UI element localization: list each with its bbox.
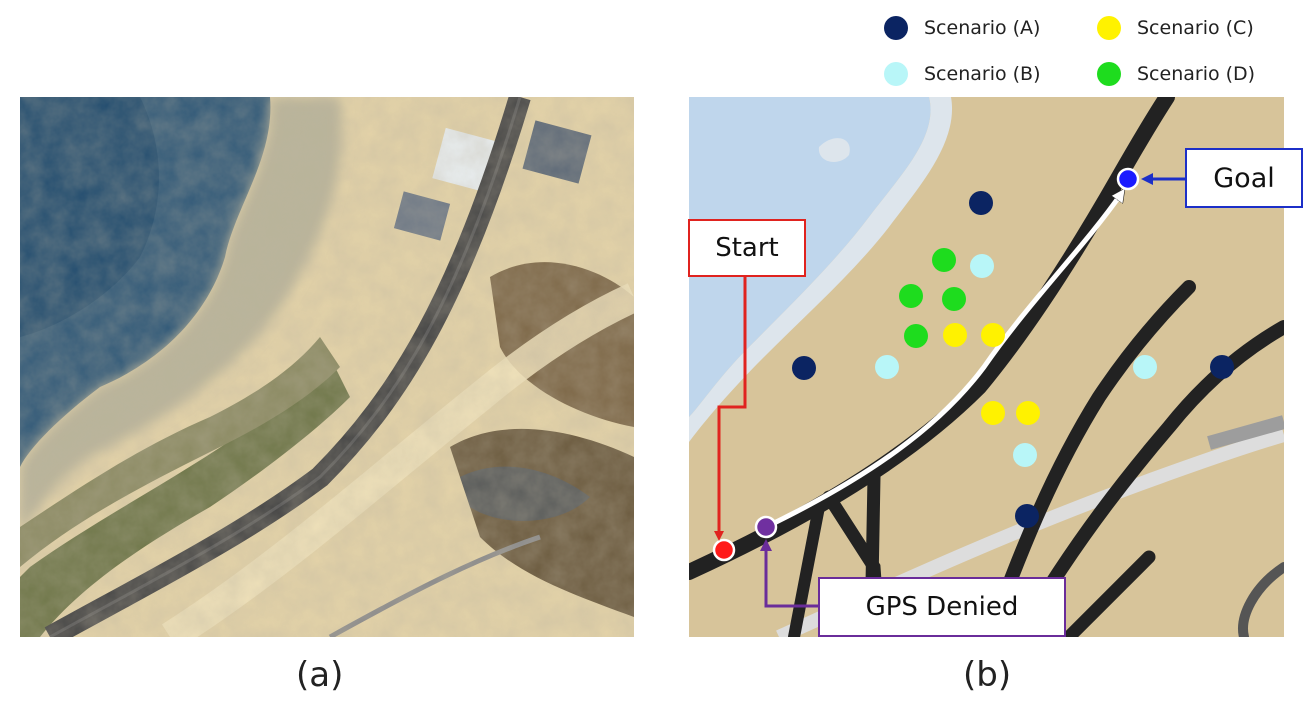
goal-marker bbox=[1116, 167, 1140, 191]
water-area bbox=[689, 97, 931, 417]
scenario-c-points bbox=[943, 323, 1040, 425]
planned-path bbox=[764, 194, 1121, 530]
start-marker bbox=[712, 538, 736, 562]
gps-denied-label: GPS Denied bbox=[818, 577, 1066, 637]
scenario-a-points bbox=[792, 191, 1234, 528]
legend-dot-icon bbox=[1097, 16, 1121, 40]
start-label: Start bbox=[688, 219, 806, 277]
legend-dot-icon bbox=[1097, 62, 1121, 86]
gps-denied-marker bbox=[754, 515, 778, 539]
start-arrow bbox=[714, 277, 747, 541]
caption-b: (b) bbox=[963, 655, 1012, 695]
goal-label: Goal bbox=[1185, 148, 1303, 208]
caption-a: (a) bbox=[296, 655, 344, 695]
legend-item-scenario-d: Scenario (D) bbox=[1097, 62, 1255, 86]
legend-label: Scenario (B) bbox=[924, 63, 1041, 85]
legend-dot-icon bbox=[884, 16, 908, 40]
legend-item-scenario-b: Scenario (B) bbox=[884, 62, 1041, 86]
legend-item-scenario-c: Scenario (C) bbox=[1097, 16, 1254, 40]
satellite-image bbox=[20, 97, 634, 637]
legend-item-scenario-a: Scenario (A) bbox=[884, 16, 1040, 40]
legend-label: Scenario (C) bbox=[1137, 17, 1254, 39]
scenario-d-points bbox=[899, 248, 966, 348]
legend-label: Scenario (D) bbox=[1137, 63, 1256, 85]
gps-denied-arrow bbox=[760, 539, 818, 608]
scenario-b-points bbox=[875, 254, 1157, 467]
schematic-map bbox=[689, 97, 1284, 637]
legend-label: Scenario (A) bbox=[924, 17, 1041, 39]
legend-dot-icon bbox=[884, 62, 908, 86]
